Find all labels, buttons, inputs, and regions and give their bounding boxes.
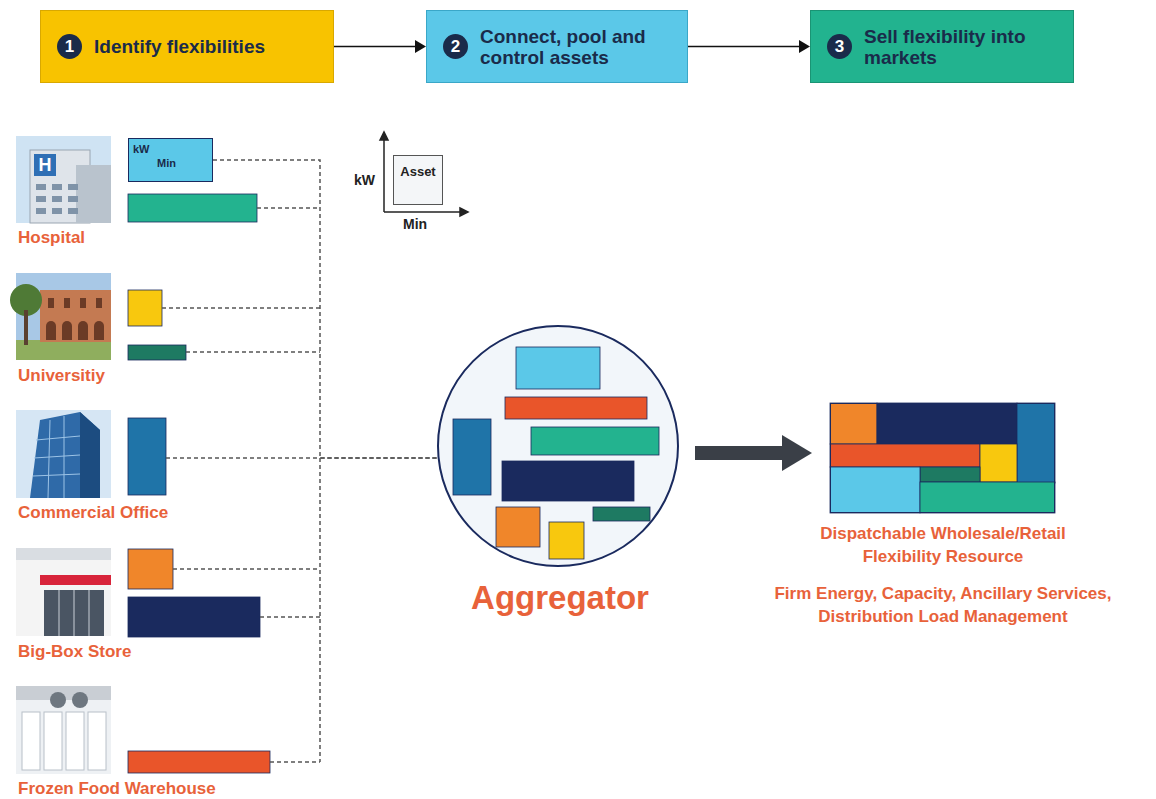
combined-resource: [830, 403, 1055, 513]
aggregator-fill: [437, 325, 679, 567]
flow-arrow: [334, 46, 417, 48]
step-label: Identify flexibilities: [94, 36, 323, 57]
step-label: Connect, pool and control assets: [480, 26, 677, 68]
step-box: 3 Sell flexibility into markets: [810, 10, 1074, 83]
step-number: 1: [57, 34, 82, 59]
asset-label: Asset: [400, 164, 435, 179]
arrow-head: [415, 40, 426, 53]
site-label: Hospital: [18, 228, 85, 248]
asset-bar: kW Min: [128, 138, 213, 182]
aggregator-label: Aggregator: [399, 579, 721, 617]
site-label: Commercial Office: [18, 503, 168, 523]
resource-caption: Dispatchable Wholesale/Retail Flexibilit…: [798, 522, 1088, 568]
svg-text:H: H: [39, 155, 52, 175]
big-box-store-photo: [16, 548, 111, 636]
output-arrow: [695, 446, 788, 460]
aggregator-circle: Aggregator: [437, 325, 679, 567]
flow-arrow: [688, 46, 801, 48]
step-number: 2: [443, 34, 468, 59]
axis-label: kW: [354, 172, 375, 188]
axis-unit: Min: [157, 157, 176, 169]
step-number: 3: [827, 34, 852, 59]
frozen-warehouse-photo: [16, 686, 111, 774]
site-label: Universitiy: [18, 366, 105, 386]
office-photo: [16, 410, 111, 498]
hospital-photo: H: [16, 136, 111, 223]
flexibility-resource: Dispatchable Wholesale/Retail Flexibilit…: [830, 403, 1055, 513]
site-label: Frozen Food Warehouse: [18, 779, 216, 799]
resource-caption: Firm Energy, Capacity, Ancillary Service…: [768, 582, 1118, 628]
asset-bar: [128, 194, 270, 773]
university-photo: [10, 273, 111, 360]
pooled-asset: [453, 347, 659, 559]
legend-axes: [380, 132, 468, 216]
site-label: Big-Box Store: [18, 642, 131, 662]
axis-label: Min: [403, 216, 427, 232]
step-label: Sell flexibility into markets: [864, 26, 1063, 68]
step-box: 2 Connect, pool and control assets: [426, 10, 688, 83]
legend-asset-box: Asset: [393, 155, 443, 205]
axis-unit: kW: [133, 143, 150, 155]
arrow-head: [782, 435, 812, 471]
dashed-feeder: [162, 208, 436, 762]
step-box: 1 Identify flexibilities: [40, 10, 334, 83]
arrow-head: [799, 40, 810, 53]
